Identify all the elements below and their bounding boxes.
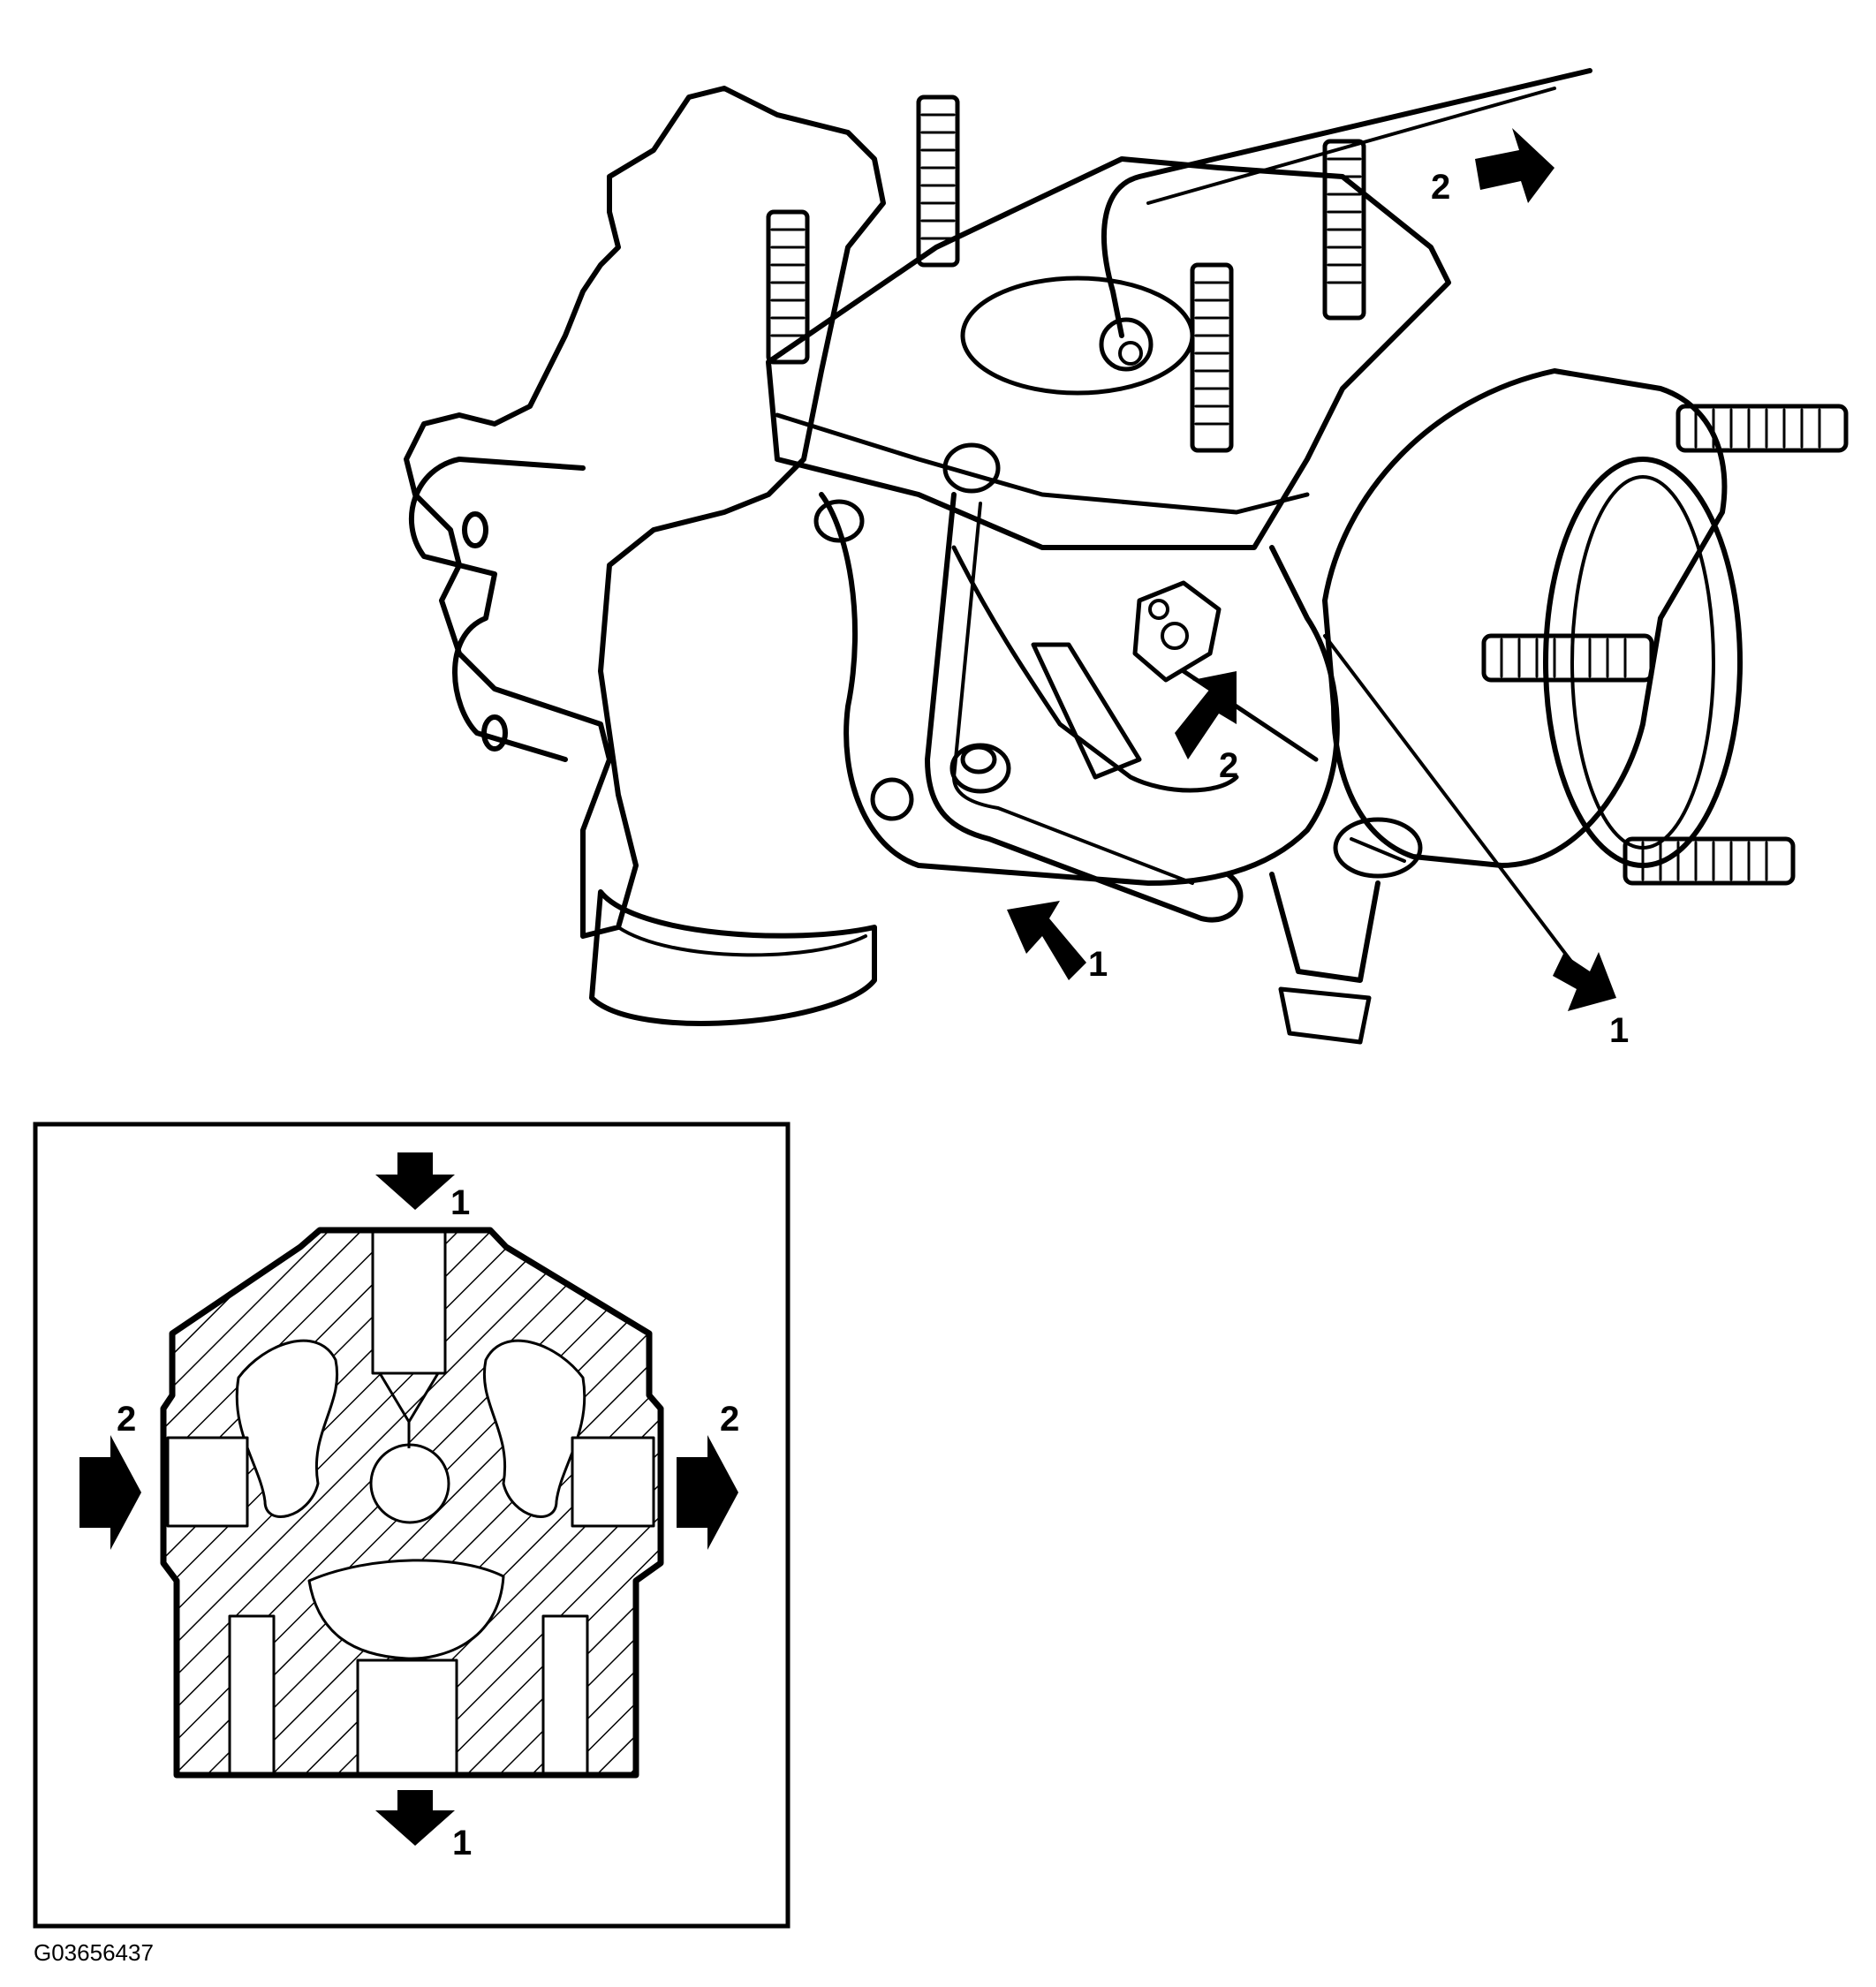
shaft-centerline: [1323, 634, 1574, 964]
mounting-ear: [408, 457, 586, 762]
center-housing: [819, 492, 1340, 886]
compressor-housing: [1322, 368, 1728, 868]
callout-label: 1: [1609, 1011, 1629, 1050]
callout-label: 2: [1431, 168, 1450, 207]
inset-label: 1: [452, 1824, 472, 1862]
outlet-collar: [589, 889, 877, 1026]
oil-passage: [371, 1230, 447, 1375]
stud-bore: [228, 1614, 276, 1775]
stud-bore: [541, 1614, 589, 1775]
banjo-fitting: [813, 442, 1011, 821]
inset-arrow: [79, 1152, 738, 1846]
shaft-bore: [369, 1443, 450, 1524]
compressor-outlet: [1543, 457, 1743, 868]
drain-cavity: [307, 1559, 505, 1660]
callout-label: 2: [1219, 746, 1238, 785]
cross-section: [160, 1227, 664, 1779]
figure-id: G03656437: [34, 1939, 154, 1966]
flange-port: [960, 276, 1195, 396]
housing-stud: [1481, 404, 1849, 886]
bearing-bore: [166, 1436, 249, 1528]
inset-frame: [33, 1122, 790, 1929]
drain-fitting: [1269, 872, 1381, 983]
callout-arrow: [1007, 128, 1616, 1011]
inset-label: 1: [450, 1183, 470, 1222]
flange-stud: [766, 94, 1366, 453]
inset-label: 2: [117, 1400, 136, 1439]
inset-label: 2: [720, 1400, 739, 1439]
turbine-inlet-flange: [766, 156, 1451, 550]
housing-plug: [1333, 817, 1423, 879]
exhaust-elbow-housing: [404, 86, 886, 939]
oil-feed-pipe: [1101, 68, 1592, 338]
turbocharger-assembly: [404, 68, 1849, 1045]
callout-label: 1: [1088, 945, 1108, 984]
bearing-bore: [571, 1436, 655, 1528]
oil-inlet-flange: [1132, 580, 1222, 683]
oil-cavity: [235, 1339, 338, 1518]
oil-return-pipe: [925, 492, 1244, 923]
drain-passage: [356, 1658, 458, 1775]
oil-cavity: [483, 1339, 586, 1518]
